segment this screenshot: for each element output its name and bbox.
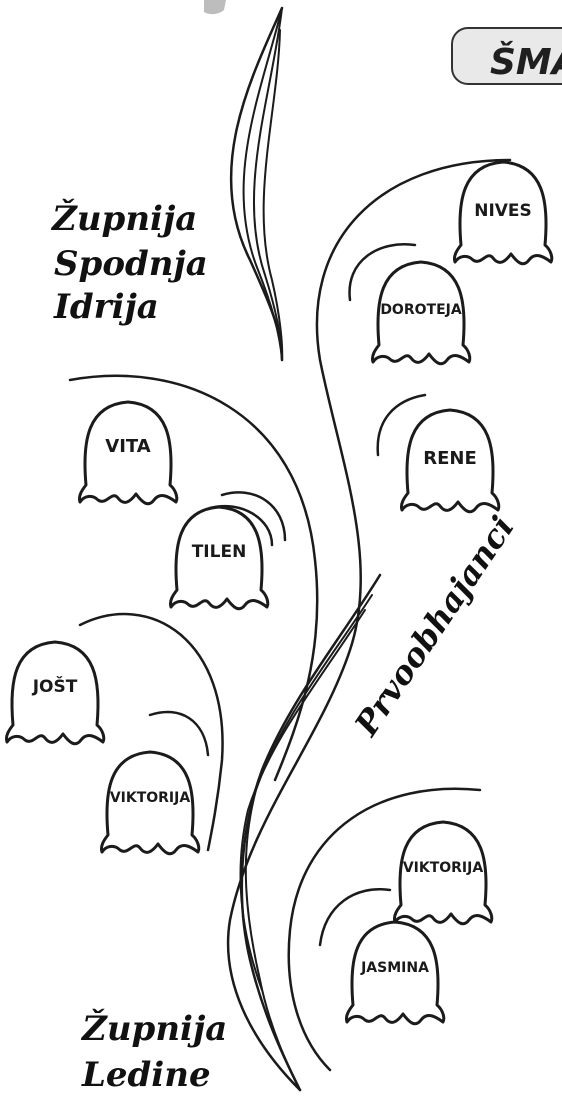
- parish-top-line-2: Spodnja: [54, 244, 208, 284]
- stems: [68, 6, 512, 1092]
- bell-jasmina: JASMINA: [344, 920, 446, 1026]
- bell-rene: RENE: [399, 408, 501, 514]
- header-title: ŠMA: [490, 41, 562, 83]
- first-communicants-label: Prvoobhajanci: [347, 509, 522, 743]
- name-label: RENE: [423, 448, 477, 469]
- bell-doroteja: DOROTEJA: [370, 260, 472, 366]
- parish-bottom-line-2: Ledine: [81, 1055, 211, 1095]
- cropped-shape: [204, 0, 226, 15]
- bell-nives: NIVES: [452, 160, 554, 266]
- name-label: JASMINA: [360, 960, 429, 976]
- bell-jost: JOŠT: [4, 640, 106, 746]
- name-label: NIVES: [474, 201, 532, 221]
- bell-viktorija-left: VIKTORIJA: [99, 750, 201, 856]
- bell-viktorija-right: VIKTORIJA: [392, 820, 494, 926]
- name-label: VITA: [105, 436, 151, 457]
- name-label: VIKTORIJA: [110, 790, 191, 806]
- header-tab: ŠMA: [451, 27, 562, 85]
- bell-tilen: TILEN: [168, 505, 270, 611]
- parish-top-line-1: Župnija: [50, 198, 197, 239]
- name-label: VIKTORIJA: [403, 860, 484, 876]
- name-label: DOROTEJA: [380, 302, 462, 318]
- name-label: TILEN: [192, 542, 247, 562]
- parish-bottom-line-1: Župnija: [80, 1008, 227, 1049]
- bell-vita: VITA: [77, 400, 179, 506]
- parish-top: Župnija Spodnja Idrija: [50, 198, 208, 327]
- parish-top-line-3: Idrija: [53, 287, 159, 327]
- name-label: JOŠT: [32, 675, 78, 697]
- parish-bottom: Župnija Ledine: [80, 1008, 227, 1095]
